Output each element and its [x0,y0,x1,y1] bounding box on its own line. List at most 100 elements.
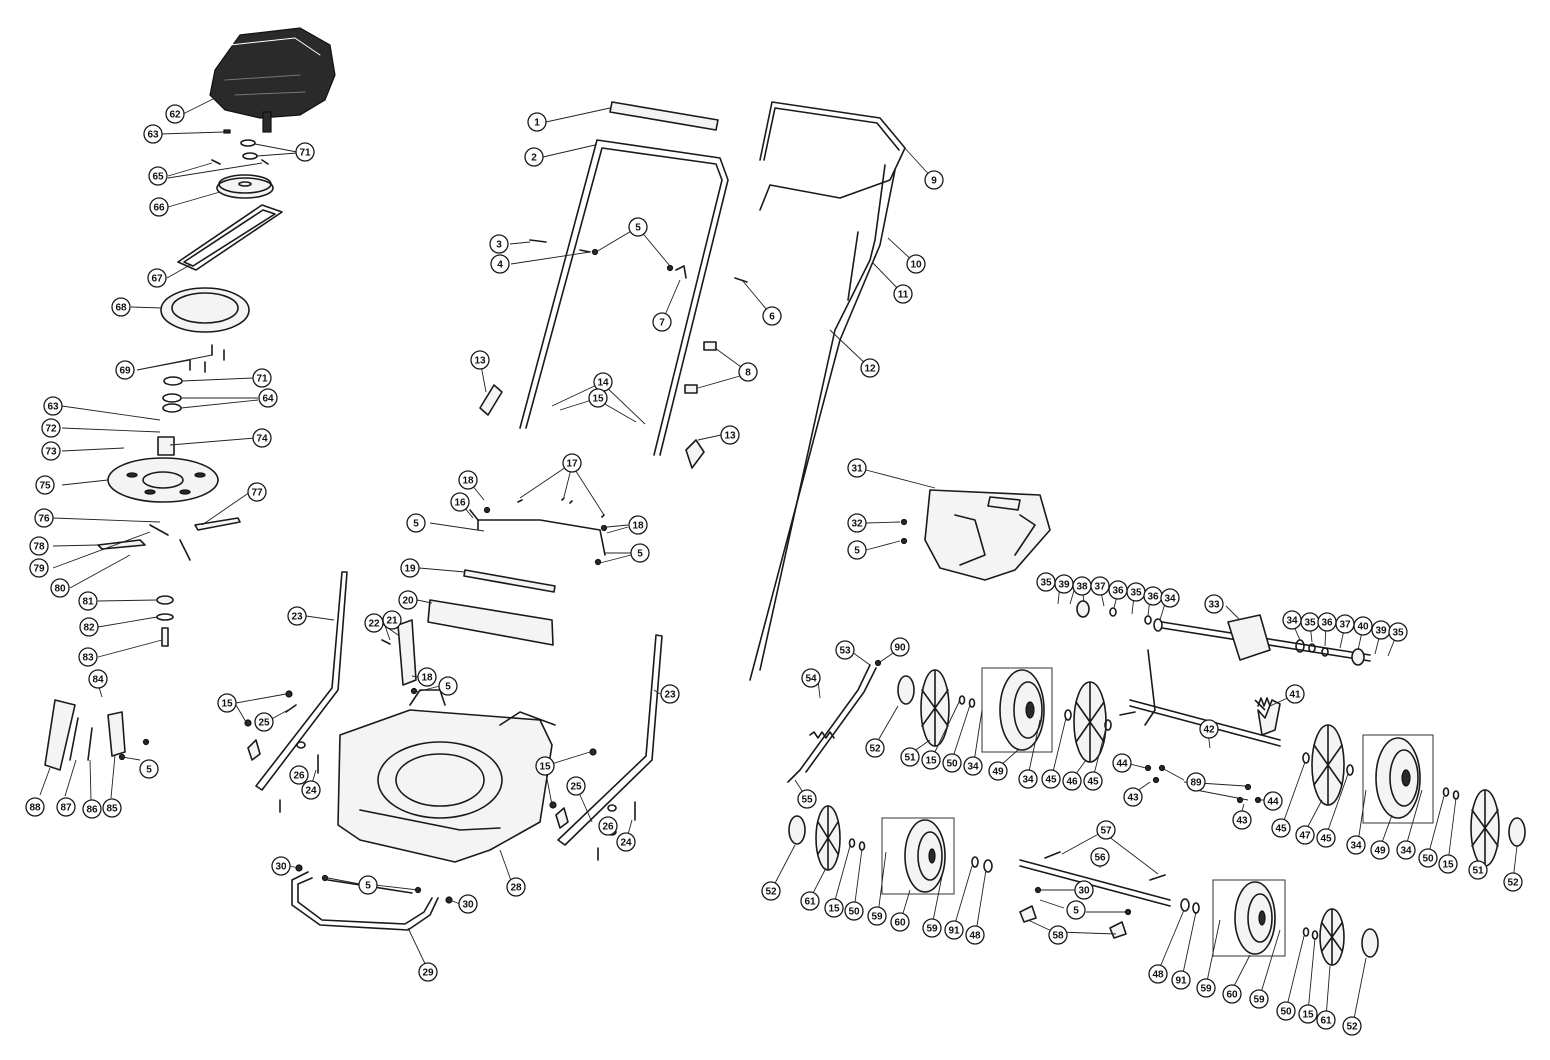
callout-c5g: 5 [847,540,867,560]
callout-c68: 68 [111,297,131,317]
callout-c89: 89 [1186,772,1206,792]
callout-number: 90 [894,643,906,654]
callout-number: 40 [1357,622,1369,633]
callout-number: 75 [39,481,51,492]
callout-number: 61 [1320,1016,1332,1027]
handle-hardware [529,239,748,394]
callout-c52c: 52 [761,881,781,901]
callout-c52a: 52 [865,738,885,758]
callout-c79: 79 [29,558,49,578]
nut-81-82-83 [156,595,174,647]
callout-c59a: 59 [867,906,887,926]
callout-number: 58 [1052,931,1064,942]
callout-circle [797,789,817,809]
callout-circle [660,684,680,704]
callout-circle [358,875,378,895]
callout-c47: 47 [1295,825,1315,845]
callout-number: 85 [106,804,118,815]
callout-number: 35 [1304,618,1316,629]
callout-circle [800,891,820,911]
callout-number: 59 [926,924,938,935]
wheel-rim-46 [1073,681,1107,763]
callout-number: 57 [1100,826,1112,837]
cover-screws-32 [900,518,908,545]
callout-circle [88,669,108,689]
callout-c34c: 34 [963,756,983,776]
callout-c15f: 15 [824,898,844,918]
callout-number: 5 [635,223,641,234]
callout-circle [1388,622,1408,642]
callout-number: 61 [804,897,816,908]
callout-c78: 78 [29,536,49,556]
callout-number: 18 [632,521,644,532]
callout-c45a: 45 [1041,769,1061,789]
callout-number: 22 [368,619,380,630]
callout-c42: 42 [1199,719,1219,739]
callout-c30a: 30 [271,856,291,876]
callout-c34a: 34 [1160,588,1180,608]
callout-circle [400,558,420,578]
callout-circle [535,756,555,776]
callout-circle [217,693,237,713]
callout-c44b: 44 [1263,791,1283,811]
callout-circle [922,918,942,938]
callout-c60a: 60 [890,912,910,932]
callout-c46: 46 [1062,771,1082,791]
callout-c55: 55 [797,789,817,809]
callout-c21: 21 [382,610,402,630]
callout-number: 39 [1375,626,1387,637]
callout-number: 34 [1022,775,1034,786]
callout-circle [1271,818,1291,838]
callout-circle [1438,854,1458,874]
callout-c5h: 5 [1066,900,1086,920]
callout-number: 30 [275,862,287,873]
callout-circle [893,284,913,304]
callout-circle [761,881,781,901]
callout-c43b: 43 [1232,810,1252,830]
callout-number: 37 [1339,620,1351,631]
washers-71-top [240,139,258,160]
callout-c18b: 18 [628,515,648,535]
callout-number: 20 [402,596,414,607]
callout-number: 15 [1302,1010,1314,1021]
callout-circle [102,798,122,818]
callout-number: 52 [869,744,881,755]
callout-number: 52 [1507,878,1519,889]
callout-circle [147,268,167,288]
callout-c35c: 35 [1300,612,1320,632]
callout-circle [1370,840,1390,860]
callout-number: 24 [305,786,317,797]
callout-circle [1353,616,1373,636]
callout-number: 63 [47,402,59,413]
callout-number: 3 [496,240,502,251]
callout-c38: 38 [1072,576,1092,596]
callout-c66: 66 [149,197,169,217]
callout-number: 55 [801,795,813,806]
callout-number: 11 [898,290,909,301]
callout-circle [1048,925,1068,945]
callout-number: 44 [1267,797,1279,808]
mulch-plug-85-88 [44,699,150,771]
callout-number: 73 [45,447,57,458]
callout-number: 16 [454,498,466,509]
callout-number: 8 [745,368,751,379]
callout-number: 43 [1236,816,1248,827]
callout-number: 5 [1073,906,1079,917]
callout-c17: 17 [562,453,582,473]
callout-c32: 32 [847,513,867,533]
callout-circle [1112,753,1132,773]
callout-circle [1186,772,1206,792]
callout-circle [598,816,618,836]
hub-cover-52b [1508,817,1526,847]
callout-c61b: 61 [1316,1010,1336,1030]
callout-number: 50 [1422,854,1434,865]
deck-28 [337,689,556,863]
callout-c23a: 23 [287,606,307,626]
callout-number: 65 [152,172,164,183]
callout-number: 64 [262,394,274,405]
wheel-hubcap-61a [815,805,841,871]
callout-circle [835,640,855,660]
callout-circle [562,453,582,473]
callout-circle [924,170,944,190]
callout-c15e: 15 [1438,854,1458,874]
